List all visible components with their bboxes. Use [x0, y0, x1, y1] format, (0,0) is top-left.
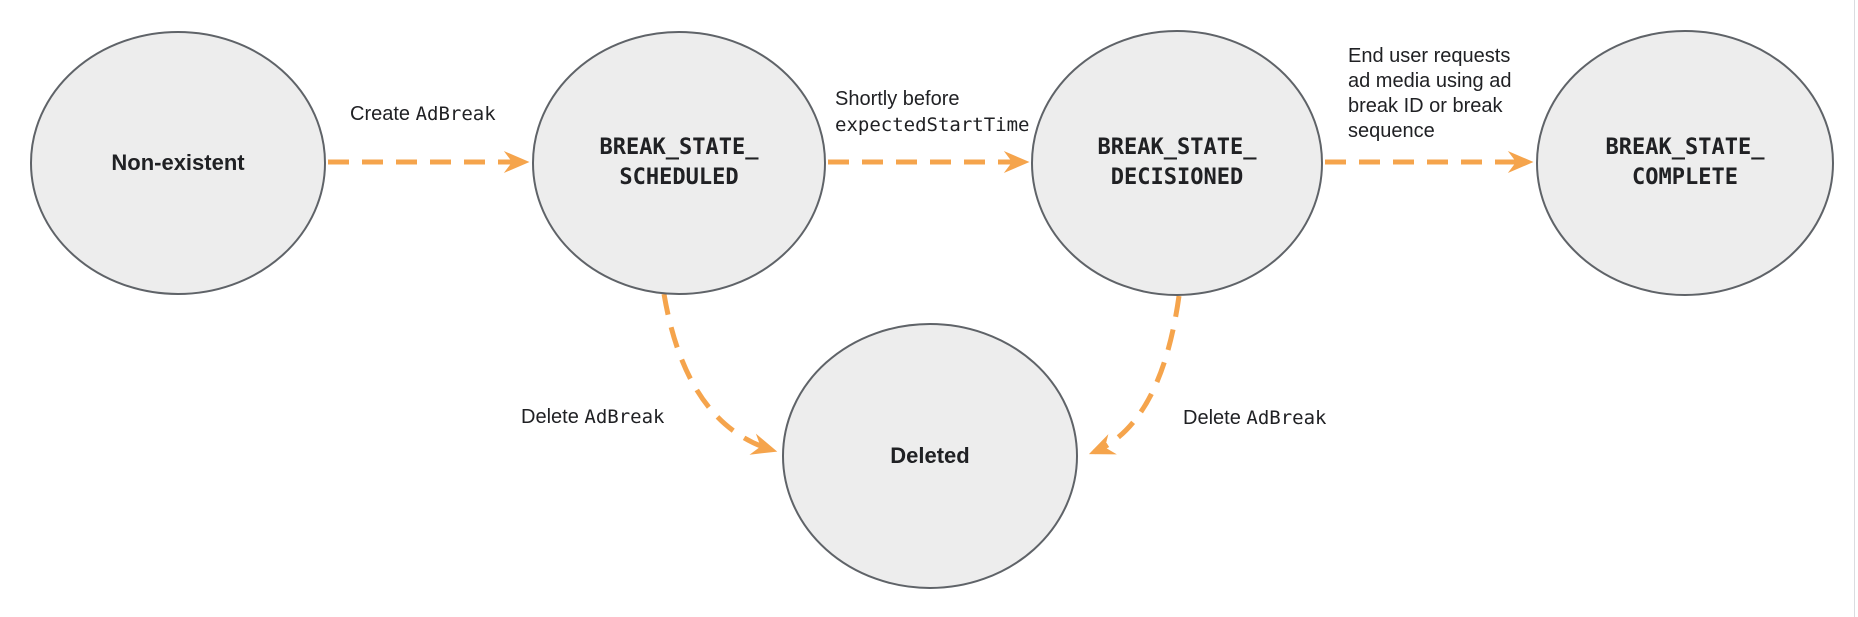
- transition-label-text: Shortly before: [835, 88, 960, 110]
- transition-label-text: Delete: [521, 406, 585, 428]
- state-node-deleted: [782, 323, 1078, 589]
- transition-label-delete-adbreak-left: Delete AdBreak: [521, 404, 664, 430]
- state-node-break-state-complete: [1536, 30, 1834, 296]
- state-label-break-state-scheduled: BREAK_STATE_ SCHEDULED: [599, 135, 759, 190]
- transition-label-text: Delete: [1183, 407, 1247, 429]
- transition-label-shortly-before: Shortly before expectedStartTime: [835, 86, 1029, 138]
- transition-label-text: Create: [350, 103, 416, 125]
- state-node-break-state-decisioned: [1031, 30, 1323, 296]
- transition-label-code: AdBreak: [415, 103, 496, 125]
- state-label-break-state-decisioned: BREAK_STATE_ DECISIONED: [1097, 135, 1257, 190]
- state-label-deleted: Deleted: [890, 443, 970, 468]
- transition-label-delete-adbreak-right: Delete AdBreak: [1183, 405, 1326, 431]
- arrow-delete-adbreak-from-scheduled: [661, 293, 778, 455]
- content-right-border: [1854, 0, 1855, 617]
- transition-label-code: expectedStartTime: [835, 114, 1030, 136]
- state-label-break-state-complete: BREAK_STATE_ COMPLETE: [1605, 135, 1765, 190]
- transition-label-end-user-requests: End user requests ad media using ad brea…: [1348, 45, 1512, 142]
- transition-label-code: AdBreak: [1246, 407, 1327, 429]
- state-node-non-existent: [30, 31, 326, 295]
- state-label-non-existent: Non-existent: [111, 150, 245, 175]
- state-node-break-state-scheduled: [532, 31, 826, 295]
- arrow-delete-adbreak-from-decisioned: [1088, 295, 1182, 455]
- transition-label-code: AdBreak: [584, 406, 665, 428]
- transition-label-create-adbreak: Create AdBreak: [350, 101, 496, 127]
